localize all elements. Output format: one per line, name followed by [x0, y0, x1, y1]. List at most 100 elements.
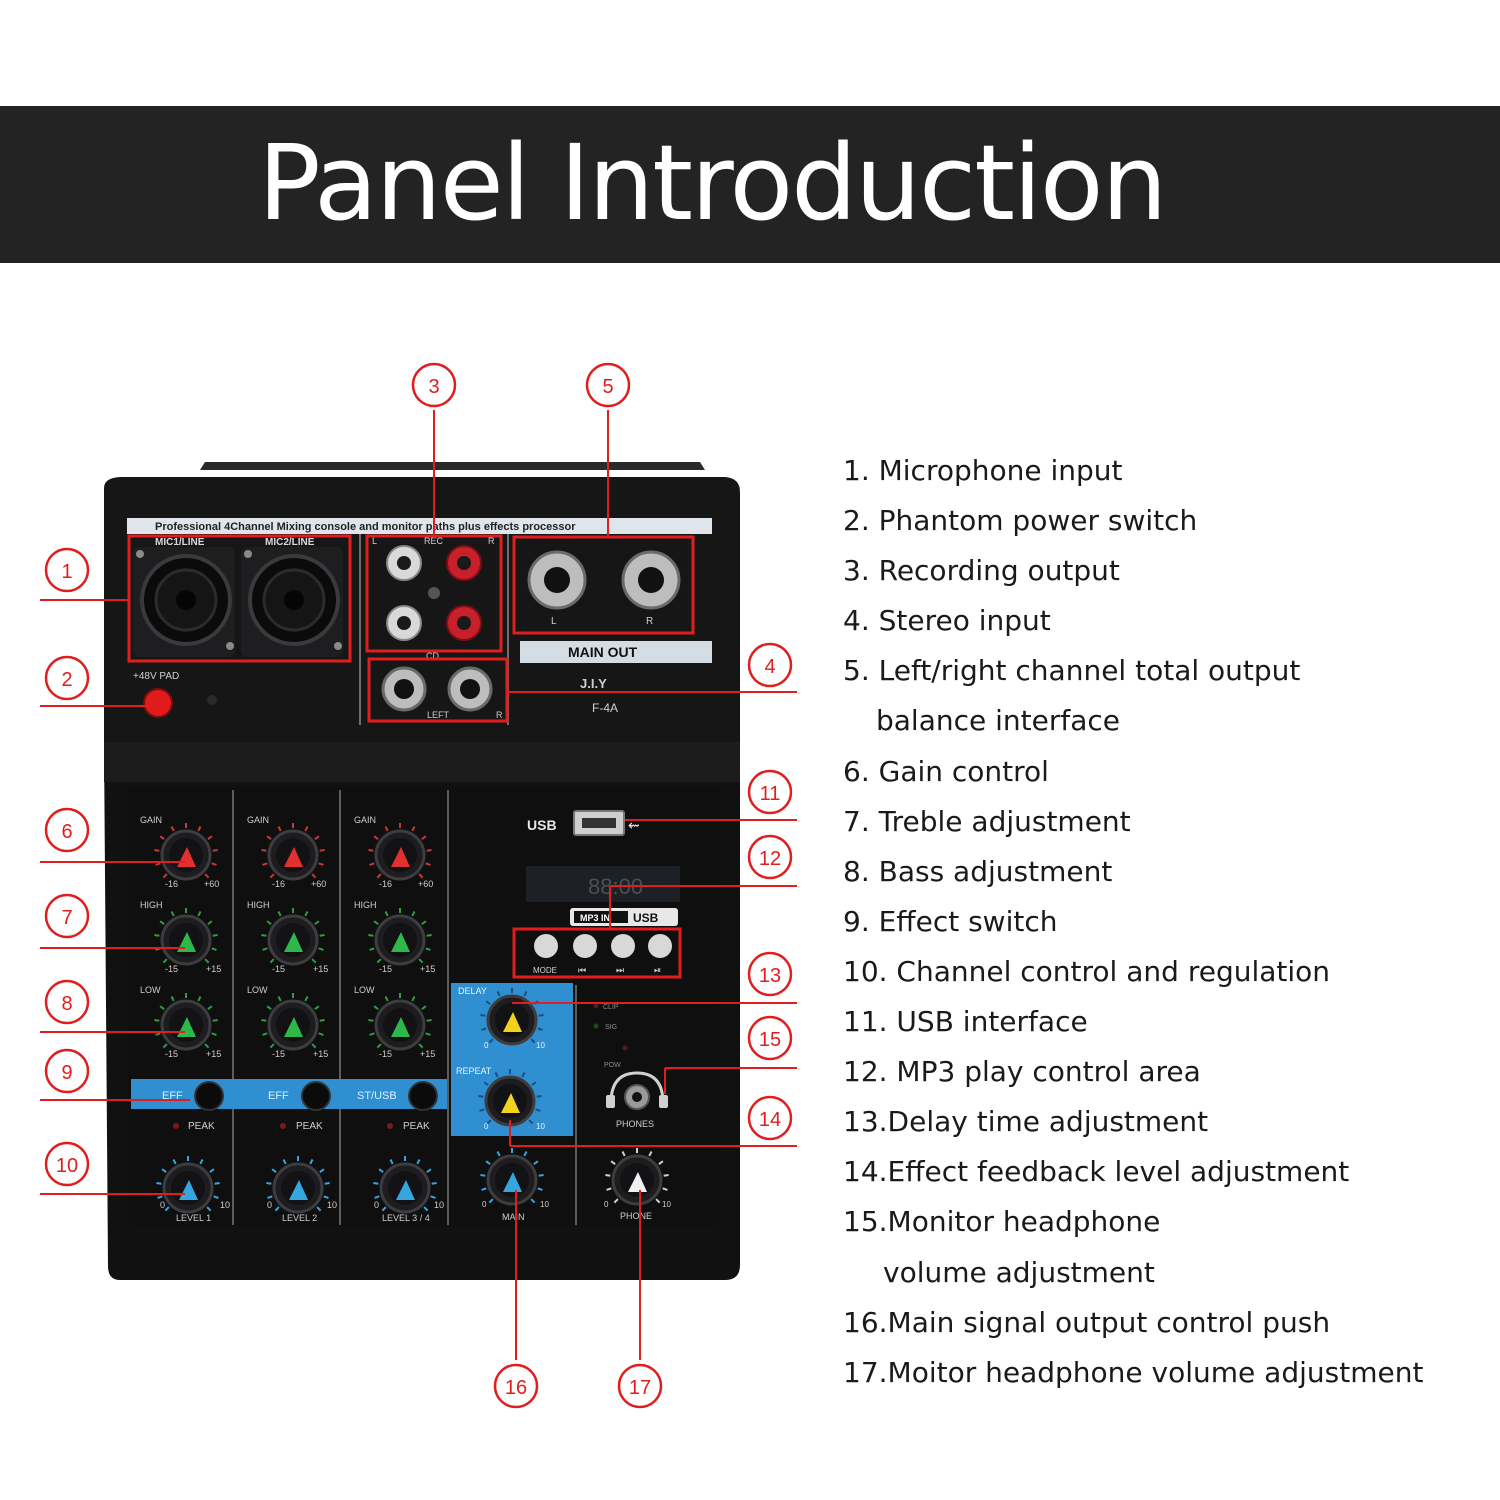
next-icon: ⏭ — [616, 965, 624, 975]
left-label: LEFT — [427, 710, 450, 720]
legend-item-12: 12. MP3 play control area — [843, 1055, 1201, 1089]
phone-knob[interactable] — [605, 1148, 669, 1206]
effect-strip — [131, 1079, 447, 1109]
headphone-icon — [609, 1071, 665, 1104]
callout-6-marker — [44, 807, 90, 853]
usb-badge-label: USB — [633, 911, 659, 925]
ch3-low-min: -15 — [379, 1049, 392, 1059]
ch2-eff-label: EFF — [268, 1090, 289, 1102]
phone-knob-label: PHONE — [620, 1211, 652, 1221]
callout-4-number: 4 — [764, 656, 775, 678]
callout-11-marker — [747, 769, 793, 815]
callout-14-marker — [747, 1095, 793, 1141]
ch1-high-max: +15 — [206, 964, 221, 974]
callout-17-number: 17 — [629, 1377, 651, 1399]
ch2-high-knob[interactable] — [261, 908, 325, 966]
callout-6-number: 6 — [61, 821, 72, 843]
level1-max: 10 — [220, 1200, 230, 1210]
legend-item-8: 8. Bass adjustment — [843, 854, 1113, 888]
level34-knob[interactable] — [373, 1156, 437, 1214]
callout-numbers: 1 2 3 4 5 6 7 8 9 10 11 12 13 14 15 16 1… — [56, 376, 781, 1399]
level2-max: 10 — [327, 1200, 337, 1210]
ch1-high-knob[interactable] — [154, 908, 218, 966]
ch1-peak-label: PEAK — [188, 1121, 215, 1132]
mic2-label: MIC2/LINE — [265, 537, 315, 548]
main-out-plate — [520, 641, 712, 663]
legend-item-15-continued: volume adjustment — [883, 1255, 1155, 1289]
main-max: 10 — [540, 1200, 549, 1209]
ch1-low-min: -15 — [165, 1049, 178, 1059]
callout-2-number: 2 — [61, 669, 72, 691]
level2-knob[interactable] — [266, 1156, 330, 1214]
level1-min: 0 — [160, 1200, 165, 1210]
callout-7-number: 7 — [61, 907, 72, 929]
ch2-gain-min: -16 — [272, 879, 285, 889]
ch2-low-min: -15 — [272, 1049, 285, 1059]
phone-max: 10 — [662, 1200, 671, 1209]
repeat-min: 0 — [484, 1122, 489, 1131]
ch2-low-label: LOW — [247, 985, 268, 995]
phantom-led — [207, 695, 217, 705]
prev-icon: ⏮ — [578, 965, 586, 975]
ch3-low-label: LOW — [354, 985, 375, 995]
callout-8-number: 8 — [61, 993, 72, 1015]
level2-min: 0 — [267, 1200, 272, 1210]
callout-8-marker — [44, 979, 90, 1025]
callout-4-marker — [747, 642, 793, 688]
ch3-stusb-button — [408, 1081, 438, 1111]
rca-jacks — [386, 545, 482, 641]
ch3-gain-knob[interactable] — [368, 823, 432, 881]
stereo-input-jacks — [381, 666, 493, 712]
ch2-peak-label: PEAK — [296, 1121, 323, 1132]
right-label: R — [496, 710, 503, 720]
ch3-low-knob[interactable] — [368, 993, 432, 1051]
mixer-top-handle — [200, 462, 705, 470]
legend-item-6: 6. Gain control — [843, 754, 1049, 788]
callout-13-number: 13 — [759, 965, 781, 987]
ch1-low-max: +15 — [206, 1049, 221, 1059]
main-out-label: MAIN OUT — [568, 644, 638, 660]
callout-13-marker — [747, 951, 793, 997]
usb-symbol-icon: ⇜ — [628, 817, 640, 833]
delay-knob[interactable] — [480, 988, 544, 1046]
usb-label: USB — [527, 817, 557, 833]
callout-2-marker — [44, 655, 90, 701]
legend-item-17: 17.Moitor headphone volume adjustment — [843, 1355, 1424, 1389]
callout-17-marker — [617, 1363, 663, 1409]
pow-label: POW — [604, 1062, 621, 1069]
ch2-low-knob[interactable] — [261, 993, 325, 1051]
callout-16-number: 16 — [505, 1377, 527, 1399]
ch2-gain-knob[interactable] — [261, 823, 325, 881]
pad-label: +48V PAD — [133, 671, 179, 682]
legend-item-5: 5. Left/right channel total output — [843, 654, 1301, 688]
level34-label: LEVEL 3 / 4 — [382, 1213, 430, 1223]
callout-lines — [40, 410, 797, 1360]
ch3-high-label: HIGH — [354, 900, 377, 910]
callout-1-number: 1 — [61, 561, 72, 583]
legend-item-10: 10. Channel control and regulation — [843, 954, 1331, 988]
level3-max: 10 — [434, 1200, 444, 1210]
ch3-gain-label: GAIN — [354, 815, 376, 825]
ch1-low-label: LOW — [140, 985, 161, 995]
legend-item-2: 2. Phantom power switch — [843, 504, 1198, 538]
ch3-high-max: +15 — [420, 964, 435, 974]
callout-1-marker — [44, 547, 90, 593]
delay-min: 0 — [484, 1041, 489, 1050]
ch2-high-label: HIGH — [247, 900, 270, 910]
sig-label: SIG — [605, 1024, 617, 1031]
ch1-low-knob[interactable] — [154, 993, 218, 1051]
ch2-gain-max: +60 — [311, 879, 326, 889]
top-strip-text: Professional 4Channel Mixing console and… — [155, 521, 576, 533]
legend-item-16: 16.Main signal output control push — [843, 1305, 1331, 1339]
prev-button — [573, 934, 597, 958]
level2-label: LEVEL 2 — [282, 1213, 317, 1223]
main-knob-label: MAIN — [502, 1212, 525, 1222]
main-min: 0 — [482, 1200, 487, 1209]
callout-11-number: 11 — [760, 783, 781, 805]
ch2-gain-label: GAIN — [247, 815, 269, 825]
main-out-jacks — [527, 550, 681, 610]
main-knob[interactable] — [480, 1148, 544, 1206]
ch3-high-knob[interactable] — [368, 908, 432, 966]
callout-3-number: 3 — [428, 376, 439, 398]
callout-3-marker — [411, 362, 457, 408]
